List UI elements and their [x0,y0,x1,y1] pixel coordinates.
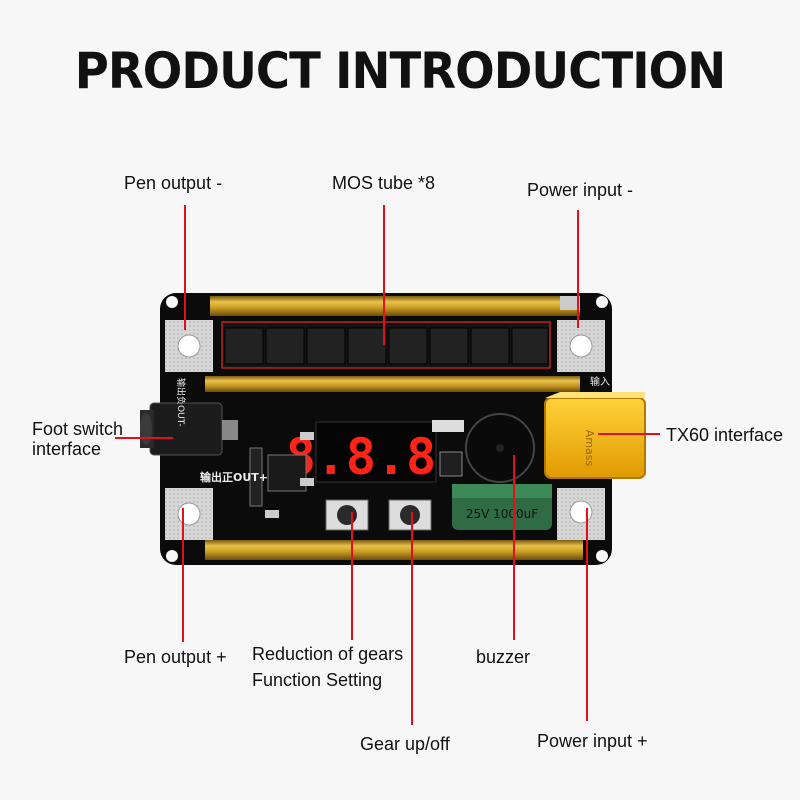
input-silk: 输入 [590,375,610,388]
out-plus-silk: 输出正OUT+ [200,470,268,484]
gear-down-button-graphic [325,499,369,531]
pointer-gear-up [411,512,413,725]
label-tx60: TX60 interface [666,425,784,445]
label-foot-switch-line1: Foot switch [32,419,124,439]
pointer-buzzer [513,455,515,640]
gear-up-button-graphic [388,499,432,531]
buzzer-graphic [465,413,535,483]
pointer-tx60 [598,433,660,435]
capacitor-text: 25V 1000uF [466,507,538,521]
label-pen-output-plus: Pen output + [124,647,227,667]
pad-top-right [557,320,605,372]
middle-busbar [205,376,580,392]
bottom-busbar [205,540,583,560]
pointer-power-input-plus [586,508,588,721]
xt60-connector: Amass [544,392,646,479]
pad-bottom-left [165,488,213,540]
mos-tube-row [221,321,551,369]
label-pen-output-minus: Pen output - [124,173,223,193]
label-foot-switch-line2: interface [32,439,102,459]
label-power-input-minus: Power input - [527,180,634,200]
pad-bottom-right [557,488,605,540]
pointer-reduction-gears [351,512,353,640]
label-gear-up-off: Gear up/off [360,734,450,754]
pointer-pen-output-plus [182,508,184,642]
pointer-foot-switch [115,437,173,439]
pad-top-left [165,320,213,372]
label-buzzer: buzzer [476,647,531,667]
ic-chip [267,454,307,492]
label-function-setting: Function Setting [252,670,383,690]
seven-segment-display: 8.8.8. [286,421,467,486]
display-digits: 8.8.8. [286,428,467,486]
label-foot-switch: Foot switch interface [32,416,123,462]
capacitor-graphic: 25V 1000uF [452,484,552,530]
label-reduction-gears: Reduction of gears [252,644,404,664]
top-busbar [210,296,580,316]
xt60-brand-text: Amass [583,430,596,467]
pointer-pen-output-minus [184,205,186,330]
page-title: PRODUCT INTRODUCTION [74,42,726,100]
out-minus-silk: 输出负OUT- [175,378,187,427]
label-power-input-plus: Power input + [537,731,648,751]
pointer-power-input-minus [577,210,579,328]
pointer-mos-tube [383,205,385,345]
label-mos-tube: MOS tube *8 [332,173,436,193]
